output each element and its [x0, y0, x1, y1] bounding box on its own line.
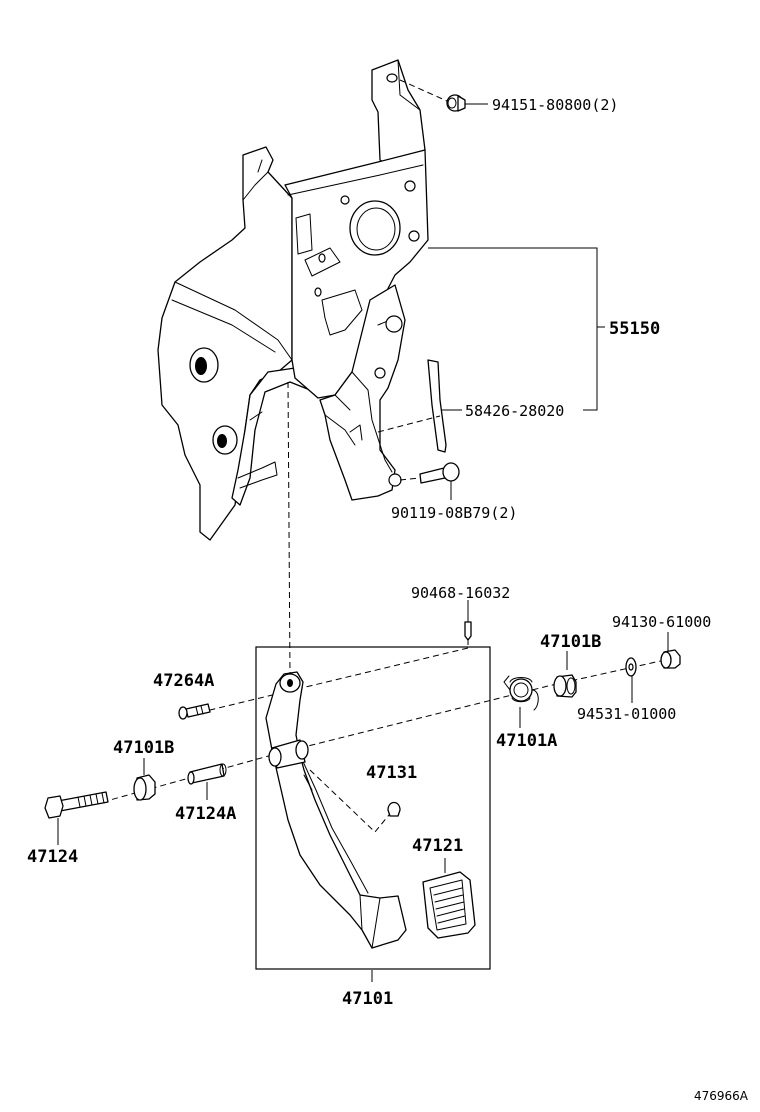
label-bolt-mid: 90119-08B79(2): [391, 504, 517, 522]
plate-58426: [427, 359, 447, 453]
pedal-arm: [265, 671, 407, 949]
bolt-long: [44, 791, 109, 819]
label-bolt-small: 47264A: [153, 671, 214, 691]
pedal-pad: [422, 871, 476, 939]
label-bracket: 55150: [609, 319, 660, 339]
bolt-small: [178, 703, 211, 720]
label-pedal-assy: 47101: [342, 989, 393, 1009]
flange-nut-top: [446, 94, 466, 112]
label-plate: 58426-28020: [465, 402, 564, 420]
label-nut-right: 94130-61000: [612, 613, 711, 631]
label-spring: 47101A: [496, 731, 557, 751]
pin-clip: [464, 621, 472, 641]
label-pad: 47121: [412, 836, 463, 856]
washer-right: [625, 657, 637, 677]
label-stopper: 47131: [366, 763, 417, 783]
bushing-right: [553, 674, 577, 698]
bushing-left: [133, 774, 156, 801]
collar: [187, 763, 227, 785]
label-bushing-right: 47101B: [540, 632, 601, 652]
nut-right: [660, 649, 681, 669]
return-spring: [503, 675, 539, 711]
label-pin-clip: 90468-16032: [411, 584, 510, 602]
label-nut-top: 94151-80800(2): [492, 96, 618, 114]
label-collar: 47124A: [175, 804, 236, 824]
stopper: [387, 801, 401, 817]
label-bushing-left: 47101B: [113, 738, 174, 758]
pedal-bracket-part: [157, 59, 429, 541]
bolt-mid: [419, 462, 460, 484]
diagram-id: 476966A: [694, 1089, 749, 1103]
label-bolt-long: 47124: [27, 847, 78, 867]
pedal-assembly-box: [255, 646, 491, 970]
label-washer-right: 94531-01000: [577, 705, 676, 723]
